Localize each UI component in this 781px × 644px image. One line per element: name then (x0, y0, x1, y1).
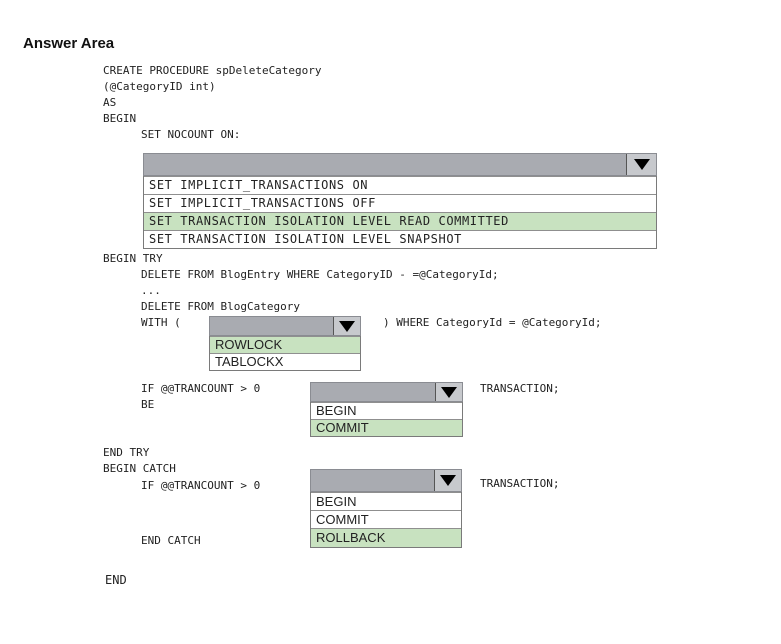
lock-hint-option-selected[interactable]: ROWLOCK (210, 336, 360, 353)
code-line-begin: BEGIN (103, 112, 137, 125)
try-transaction-dropdown-header[interactable] (310, 382, 463, 402)
chevron-down-icon[interactable] (435, 383, 462, 401)
code-line-delete-blogcategory: DELETE FROM BlogCategory (141, 300, 300, 313)
code-line-where: ) WHERE CategoryId = @CategoryId; (383, 316, 602, 329)
code-line-parameter: (@CategoryID int) (103, 80, 216, 93)
code-line-if-trancount: IF @@TRANCOUNT > 0 (141, 382, 261, 395)
catch-transaction-option-selected[interactable]: ROLLBACK (311, 528, 461, 547)
try-transaction-dropdown[interactable]: BEGIN COMMIT (310, 382, 463, 437)
code-line-transaction-catch: TRANSACTION; (480, 477, 560, 490)
isolation-dropdown-header[interactable] (143, 153, 657, 176)
lock-hint-dropdown[interactable]: ROWLOCK TABLOCKX (209, 316, 361, 371)
code-line-end-catch: END CATCH (141, 534, 201, 547)
code-line-begin-try: BEGIN TRY (103, 252, 163, 265)
lock-hint-dropdown-header[interactable] (209, 316, 361, 336)
code-line-ellipsis: ... (141, 284, 161, 297)
catch-transaction-dropdown[interactable]: BEGIN COMMIT ROLLBACK (310, 469, 462, 548)
chevron-down-icon[interactable] (333, 317, 360, 335)
code-line-with: WITH ( (141, 316, 181, 329)
code-line-set-nocount: SET NOCOUNT ON: (141, 128, 241, 141)
catch-transaction-dropdown-header[interactable] (310, 469, 462, 492)
isolation-options: SET IMPLICIT_TRANSACTIONS ON SET IMPLICI… (143, 176, 657, 249)
try-transaction-option-selected[interactable]: COMMIT (311, 419, 462, 436)
try-transaction-options: BEGIN COMMIT (310, 402, 463, 437)
lock-hint-option[interactable]: TABLOCKX (210, 353, 360, 370)
isolation-dropdown[interactable]: SET IMPLICIT_TRANSACTIONS ON SET IMPLICI… (143, 153, 657, 249)
answer-area-title: Answer Area (23, 35, 115, 52)
chevron-down-icon[interactable] (626, 154, 656, 175)
isolation-option[interactable]: SET TRANSACTION ISOLATION LEVEL SNAPSHOT (144, 230, 656, 248)
code-line-as: AS (103, 96, 117, 109)
isolation-option[interactable]: SET IMPLICIT_TRANSACTIONS ON (144, 176, 656, 194)
code-line-begin-catch: BEGIN CATCH (103, 462, 176, 475)
code-line-end-try: END TRY (103, 446, 150, 459)
chevron-down-icon[interactable] (434, 470, 461, 491)
code-line-if-trancount-catch: IF @@TRANCOUNT > 0 (141, 479, 261, 492)
try-transaction-option[interactable]: BEGIN (311, 402, 462, 419)
code-line-create-procedure: CREATE PROCEDURE spDeleteCategory (103, 64, 322, 77)
lock-hint-options: ROWLOCK TABLOCKX (209, 336, 361, 371)
catch-transaction-options: BEGIN COMMIT ROLLBACK (310, 492, 462, 548)
code-line-delete-blogentry: DELETE FROM BlogEntry WHERE CategoryID -… (141, 268, 499, 281)
code-line-end: END (105, 573, 127, 587)
code-line-transaction: TRANSACTION; (480, 382, 560, 395)
isolation-option[interactable]: SET IMPLICIT_TRANSACTIONS OFF (144, 194, 656, 212)
catch-transaction-option[interactable]: COMMIT (311, 510, 461, 528)
catch-transaction-option[interactable]: BEGIN (311, 492, 461, 510)
code-line-be: BE (141, 398, 155, 411)
isolation-option-selected[interactable]: SET TRANSACTION ISOLATION LEVEL READ COM… (144, 212, 656, 230)
